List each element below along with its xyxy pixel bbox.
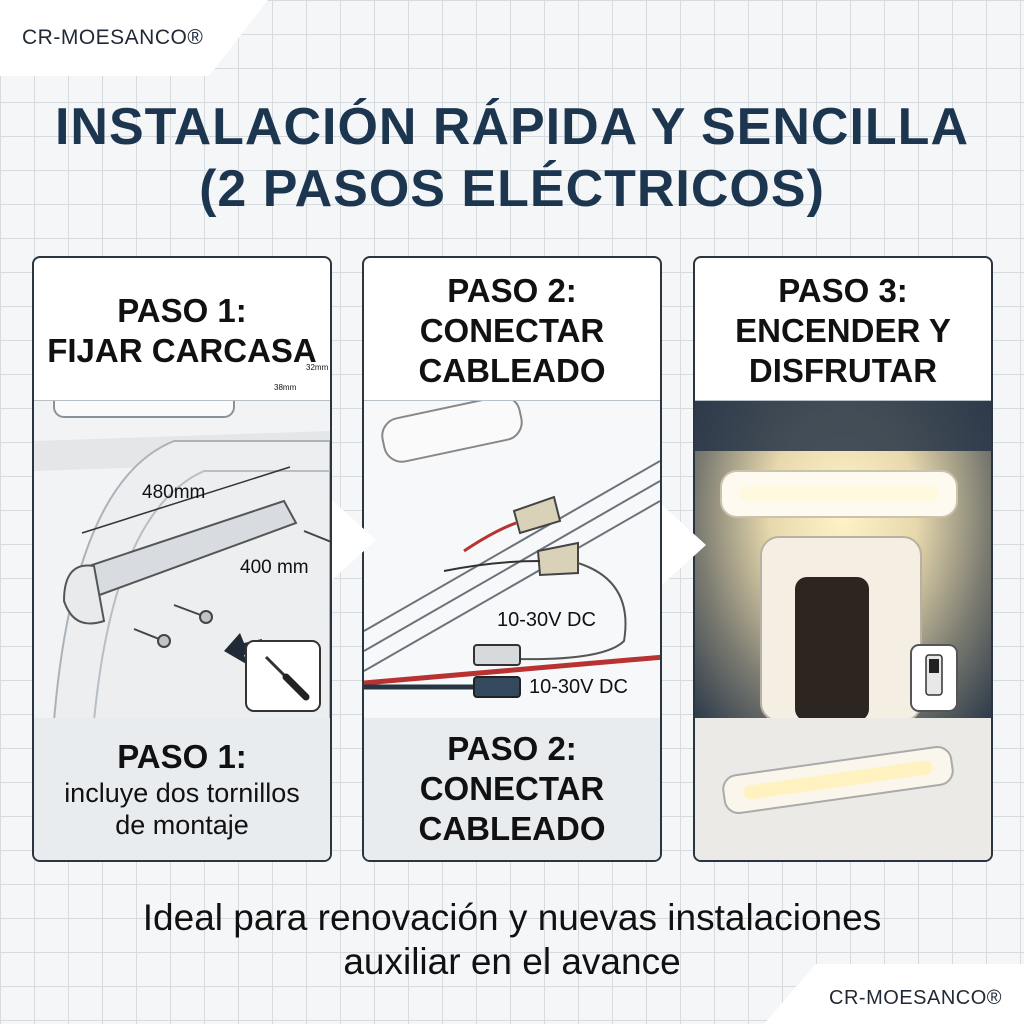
switch-icon: [910, 644, 958, 712]
dimension-width: 38mm: [274, 383, 297, 392]
light-bar-image: [722, 745, 954, 815]
step-1-panel: PASO 1: FIJAR CARCASA: [32, 256, 332, 862]
step-3-illustration: [695, 400, 991, 721]
voltage-label-1: 10-30V DC: [497, 609, 596, 631]
title-line-2: (2 PASOS ELÉCTRICOS): [199, 160, 825, 218]
step-1-illustration: 480mm 400 mm 38mm 32mm: [34, 363, 330, 721]
tagline-line-1: Ideal para renovación y nuevas instalaci…: [142, 897, 882, 938]
tagline: Ideal para renovación y nuevas instalaci…: [0, 896, 1024, 984]
step-1-footer-title: PASO 1:: [117, 738, 247, 775]
step-3-panel: PASO 3: ENCENDER Y DISFRUTAR: [693, 256, 993, 862]
dimension-length: 480mm: [142, 482, 206, 503]
step-1-footer-subtitle: incluye dos tornillos de montaje: [64, 778, 300, 840]
voltage-label-2: 10-30V DC: [529, 676, 628, 698]
dimension-height: 32mm: [306, 363, 329, 372]
tagline-line-2: auxiliar en el avance: [343, 941, 681, 982]
step-1-footer: PASO 1: incluye dos tornillos de montaje: [34, 718, 330, 860]
dimension-spacing: 400 mm: [240, 557, 309, 578]
screwdriver-icon: [264, 655, 310, 701]
step-1-heading: PASO 1: FIJAR CARCASA: [47, 292, 317, 369]
step-2-heading: PASO 2: CONECTAR CABLEADO: [418, 272, 606, 389]
step-2-illustration: 10-30V DC 10-30V DC: [364, 400, 660, 721]
arrow-icon: [224, 633, 262, 665]
brand-logo-bottom: CR-MOESANCO®: [829, 987, 1002, 1009]
step-2-footer-title: PASO 2: CONECTAR CABLEADO: [418, 730, 606, 847]
brand-logo-top: CR-MOESANCO®: [22, 26, 204, 49]
step-2-panel: PASO 2: CONECTAR CABLEADO 10-30V DC 10-3…: [362, 256, 662, 862]
title-line-1: INSTALACIÓN RÁPIDA Y SENCILLA: [54, 98, 969, 156]
step-3-heading: PASO 3: ENCENDER Y DISFRUTAR: [735, 272, 951, 389]
step-3-footer: [695, 718, 991, 860]
step-2-footer: PASO 2: CONECTAR CABLEADO: [364, 718, 660, 860]
page-title: INSTALACIÓN RÁPIDA Y SENCILLA (2 PASOS E…: [0, 96, 1024, 220]
